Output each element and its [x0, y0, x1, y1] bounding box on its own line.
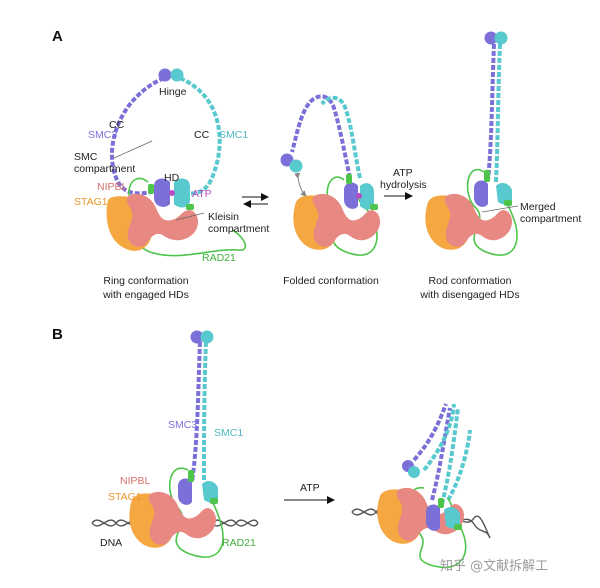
rad21-kleisin-rod: [466, 168, 518, 256]
smc1-head-folded: [360, 183, 374, 210]
rad21-kleisin-b: [169, 467, 224, 558]
smc3-label: SMC3: [88, 129, 117, 141]
smc3-head-folded: [344, 182, 358, 209]
smc1-hinge-after: [408, 466, 420, 478]
smc1-hinge-domain: [170, 68, 184, 82]
rod-caption-1: Rod conformation: [429, 275, 512, 287]
panel-a-label: A: [52, 28, 63, 45]
nipbl-folded: [312, 193, 380, 247]
smc3-coiled-coil-b: [190, 341, 202, 483]
rad21-n-rod: [484, 170, 490, 182]
smc3-coiled-coil-folded: [290, 94, 352, 179]
smc1-head-after: [444, 507, 460, 529]
rad21-n-terminus: [148, 184, 154, 194]
panel-b-label: B: [52, 326, 63, 343]
atp-hydrolysis-label-2: hydrolysis: [380, 179, 427, 191]
smc3-head-after: [426, 504, 440, 531]
smc1-coiled-coil-folded: [320, 95, 362, 179]
rad21-n-after: [438, 498, 444, 508]
smc1-hinge-b: [200, 330, 214, 344]
smc1-hinge-rod: [494, 31, 508, 45]
panel-b-before: [91, 330, 259, 558]
rad21-c-b: [210, 498, 218, 504]
folded-caption: Folded conformation: [283, 275, 379, 287]
ring-conformation: [106, 68, 247, 257]
smc1-coiled-coil-after: [440, 407, 460, 505]
rad21-label: RAD21: [202, 252, 236, 264]
atp-marker: [169, 190, 175, 196]
kleisin-compartment-label-2: compartment: [208, 223, 269, 235]
smc3-coiled-coil-after-2: [412, 403, 448, 462]
dna-label: DNA: [100, 537, 122, 549]
smc-compartment-label-2: compartment: [74, 163, 135, 175]
cc-label-right: CC: [194, 129, 210, 141]
cc-label-left: CC: [109, 119, 125, 131]
smc3-coiled-coil: [109, 76, 165, 196]
smc1-coiled-coil-b: [202, 341, 208, 483]
kleisin-compartment-label-1: Kleisin: [208, 211, 239, 223]
kleisin-compartment-leader: [175, 212, 205, 221]
smc1-coiled-coil: [179, 76, 222, 196]
atp-marker-folded: [356, 193, 362, 199]
ring-caption-2: with engaged HDs: [102, 289, 189, 301]
smc1-coiled-coil-rod: [494, 43, 502, 183]
rad21-c-rod: [504, 200, 512, 206]
rod-conformation: [425, 31, 519, 256]
hd-label: HD: [164, 172, 180, 184]
merged-compartment-label-1: Merged: [520, 201, 556, 213]
nipbl-label: NIPBL: [97, 181, 128, 193]
atp-hydrolysis-label-1: ATP: [393, 167, 413, 179]
hinge-movement-arrow: [294, 172, 307, 197]
smc1-coiled-coil-after-3: [446, 429, 472, 502]
smc-compartment-label-1: SMC: [74, 151, 98, 163]
smc1-label-b: SMC1: [214, 427, 243, 439]
smc3-head-domain: [154, 178, 170, 207]
hinge-label: Hinge: [159, 86, 187, 98]
smc3-label-b: SMC3: [168, 419, 197, 431]
nipbl-rod: [444, 193, 512, 247]
smc3-head-b: [178, 478, 192, 505]
rad21-n-folded: [346, 174, 352, 184]
smc1-hinge-folded: [289, 159, 303, 173]
smc3-coiled-coil-rod: [486, 43, 496, 181]
nipbl-label-b: NIPBL: [120, 475, 151, 487]
atp-label: ATP: [192, 188, 212, 200]
stag1-label-b: STAG1: [108, 491, 142, 503]
smc3-hinge-domain: [158, 68, 172, 82]
watermark: 知乎 @文献拆解工: [440, 558, 548, 574]
nipbl-subunit: [126, 193, 198, 247]
rad21-c-terminus: [186, 204, 194, 210]
nipbl-b: [148, 491, 216, 545]
smc1-head-domain: [174, 178, 190, 208]
merged-compartment-leader: [481, 205, 519, 213]
smc3-hinge-b: [190, 330, 204, 344]
atp-label-b: ATP: [300, 482, 320, 494]
smc3-head-rod: [474, 180, 488, 207]
rod-caption-2: with disengaged HDs: [419, 289, 519, 301]
rad21-label-b: RAD21: [222, 537, 256, 549]
smc-compartment-leader: [113, 140, 153, 159]
smc1-label: SMC1: [219, 129, 248, 141]
rad21-n-b: [188, 470, 194, 482]
smc1-head-rod: [496, 183, 512, 205]
smc1-head-b: [202, 481, 218, 503]
stag1-label: STAG1: [74, 196, 108, 208]
smc1-coiled-coil-after-2: [422, 403, 456, 472]
folded-conformation: [280, 94, 380, 256]
smc3-coiled-coil-after: [430, 407, 452, 501]
rad21-c-folded: [370, 204, 378, 210]
smc3-hinge-rod: [484, 31, 498, 45]
panel-b-after: [351, 403, 491, 569]
ring-caption-1: Ring conformation: [103, 275, 188, 287]
merged-compartment-label-2: compartment: [520, 213, 581, 225]
rad21-c-after: [454, 524, 462, 530]
